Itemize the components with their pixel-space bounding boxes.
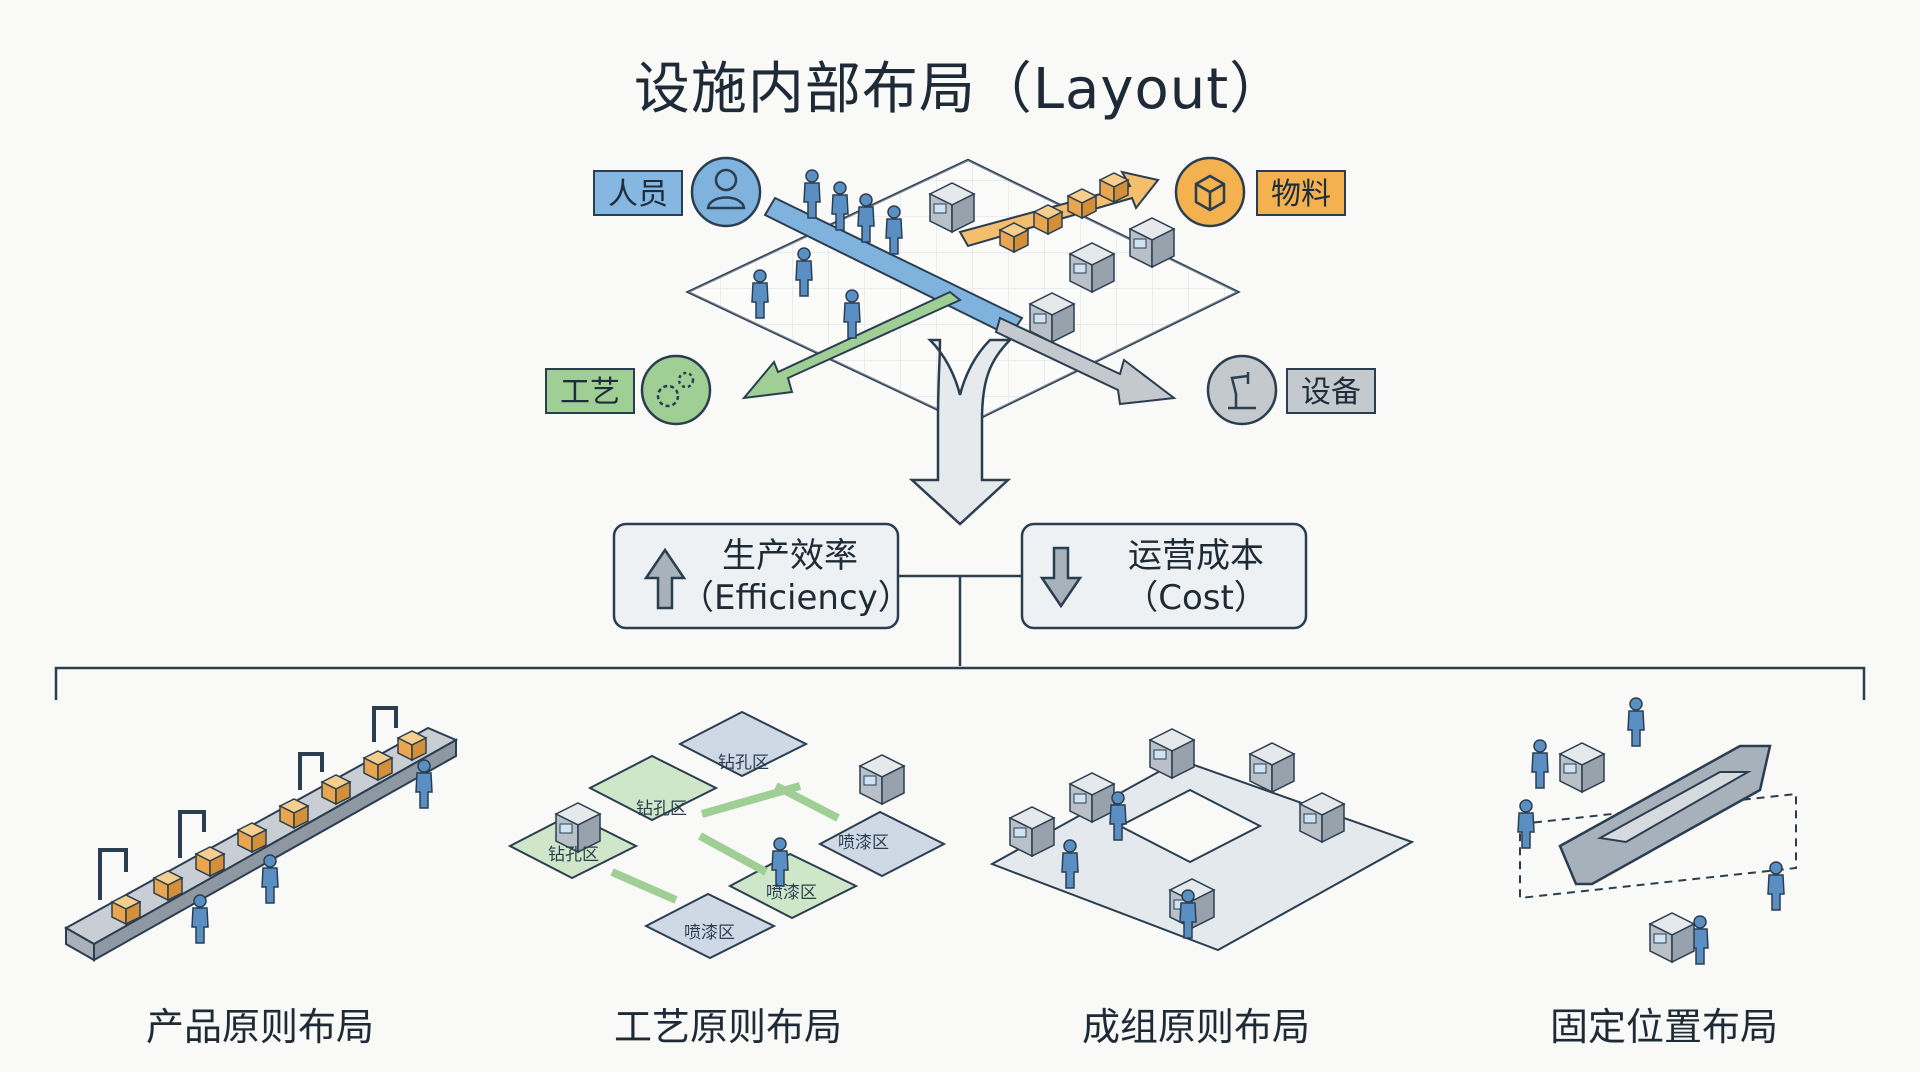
zone-label: 喷漆区 [766,883,817,903]
cellular-layout-illustration [989,728,1415,952]
efficiency-subtitle: （Efficiency） [680,578,912,618]
goal-connector [898,574,1022,666]
gears-icon [640,354,712,426]
machine-unit [1069,242,1115,293]
layout-caption-fixed: 固定位置布局 [1549,1005,1778,1049]
people-icon [690,156,762,228]
material-box [1033,204,1063,235]
product-layout-illustration [63,706,459,962]
layout-caption-cellular: 成组原则布局 [1081,1005,1310,1049]
worker-figure [803,169,821,219]
process-layout-illustration [507,710,947,960]
zone-label: 喷漆区 [684,923,735,943]
fixed-position-layout-illustration [1517,697,1797,965]
zone-label: 钻孔区 [548,845,599,865]
efficiency-title: 生产效率 [722,536,858,576]
arrow-down-icon [1039,546,1083,609]
zone-label: 钻孔区 [718,753,769,773]
material-tag: 物料 [1256,170,1346,216]
zone-label: 喷漆区 [838,833,889,853]
machine-unit [1129,217,1175,268]
machine-unit [929,182,975,233]
people-tag: 人员 [593,170,683,216]
material-box-icon [1174,156,1246,228]
layout-caption-product: 产品原则布局 [145,1005,374,1049]
machine-unit [1029,292,1075,343]
merge-down-arrow [908,338,1014,526]
material-box [999,222,1029,253]
arrow-up-icon [643,547,687,610]
material-box [1067,188,1097,219]
process-flow-arrow [741,290,962,400]
layout-bracket [54,666,1866,700]
material-box [1099,172,1129,203]
cost-title: 运营成本 [1128,536,1264,576]
cost-subtitle: （Cost） [1124,578,1268,618]
process-tag: 工艺 [545,368,635,414]
factory-floor-illustration [685,158,1241,526]
page-title: 设施内部布局（Layout） [633,57,1287,122]
layout-caption-process: 工艺原则布局 [613,1005,842,1049]
equipment-tag: 设备 [1286,368,1376,414]
equipment-flow-arrow [994,316,1177,406]
robot-arm-icon [1206,354,1278,426]
zone-label: 钻孔区 [636,799,687,819]
